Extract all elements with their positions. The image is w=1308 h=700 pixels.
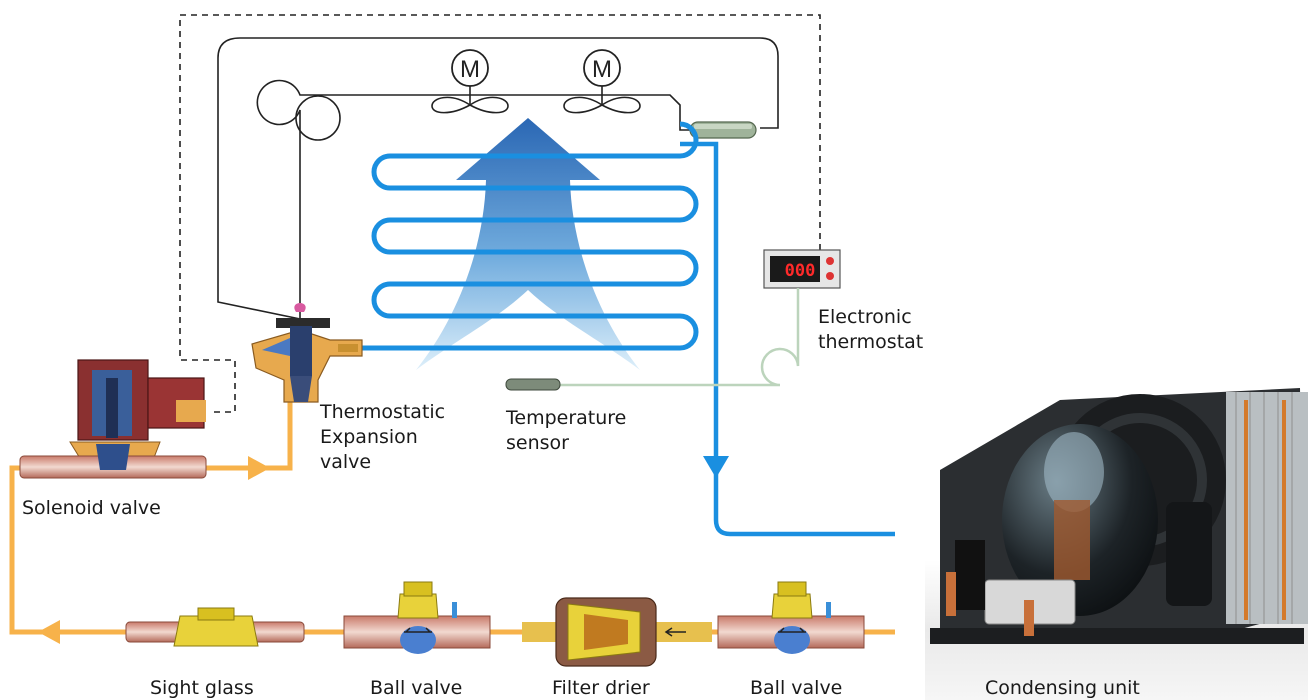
filter-drier-label: Filter drier xyxy=(552,677,650,699)
equalizer-line xyxy=(217,37,779,321)
control-dashed-line xyxy=(179,14,821,413)
thermostat-display-readout: 000 xyxy=(785,261,816,281)
temperature-sensor-label: Temperature sensor xyxy=(506,406,626,456)
suction-line xyxy=(680,141,895,537)
temperature-sensor-label-line-2: sensor xyxy=(506,432,569,454)
bulb-capillary xyxy=(256,79,692,318)
sensor-cable xyxy=(560,288,800,387)
ball-valve-left-label: Ball valve xyxy=(370,677,463,699)
filter-drier xyxy=(522,597,712,667)
expansion-valve-label-line-2: Expansion xyxy=(320,426,418,448)
expansion-valve-bulb xyxy=(689,121,757,139)
liquid-flow-arrow-bottom xyxy=(38,620,60,644)
condensing-unit xyxy=(925,388,1308,700)
expansion-valve-label-line-1: Thermostatic xyxy=(320,401,446,423)
ball-valve-right xyxy=(717,581,865,654)
fan-motor-left xyxy=(431,49,509,114)
sight-glass-label: Sight glass xyxy=(150,677,254,699)
airflow-arrow xyxy=(416,118,640,370)
fan-motor-right-symbol: M xyxy=(592,56,612,83)
solenoid-valve xyxy=(19,359,207,479)
evaporator-coil xyxy=(350,121,699,351)
temperature-sensor-probe xyxy=(505,378,561,391)
liquid-line xyxy=(9,400,895,635)
fan-motor-left-symbol: M xyxy=(460,56,480,83)
suction-flow-arrow xyxy=(703,456,729,478)
electronic-thermostat-label: Electronic thermostat xyxy=(818,305,923,355)
electronic-thermostat-label-line-1: Electronic xyxy=(818,306,912,328)
electronic-thermostat xyxy=(763,249,841,289)
solenoid-valve-label: Solenoid valve xyxy=(22,497,161,519)
expansion-valve-label-line-3: valve xyxy=(320,451,372,473)
ball-valve-right-label: Ball valve xyxy=(750,677,843,699)
sight-glass xyxy=(125,607,305,647)
thermostatic-expansion-valve-label: Thermostatic Expansion valve xyxy=(320,400,445,475)
thermostatic-expansion-valve xyxy=(251,303,363,403)
electronic-thermostat-label-line-2: thermostat xyxy=(818,331,924,353)
liquid-flow-arrow-top xyxy=(248,456,270,480)
ball-valve-left xyxy=(343,581,491,654)
temperature-sensor-label-line-1: Temperature xyxy=(506,407,627,429)
condensing-unit-label: Condensing unit xyxy=(985,677,1140,699)
fan-motor-right xyxy=(563,49,641,114)
